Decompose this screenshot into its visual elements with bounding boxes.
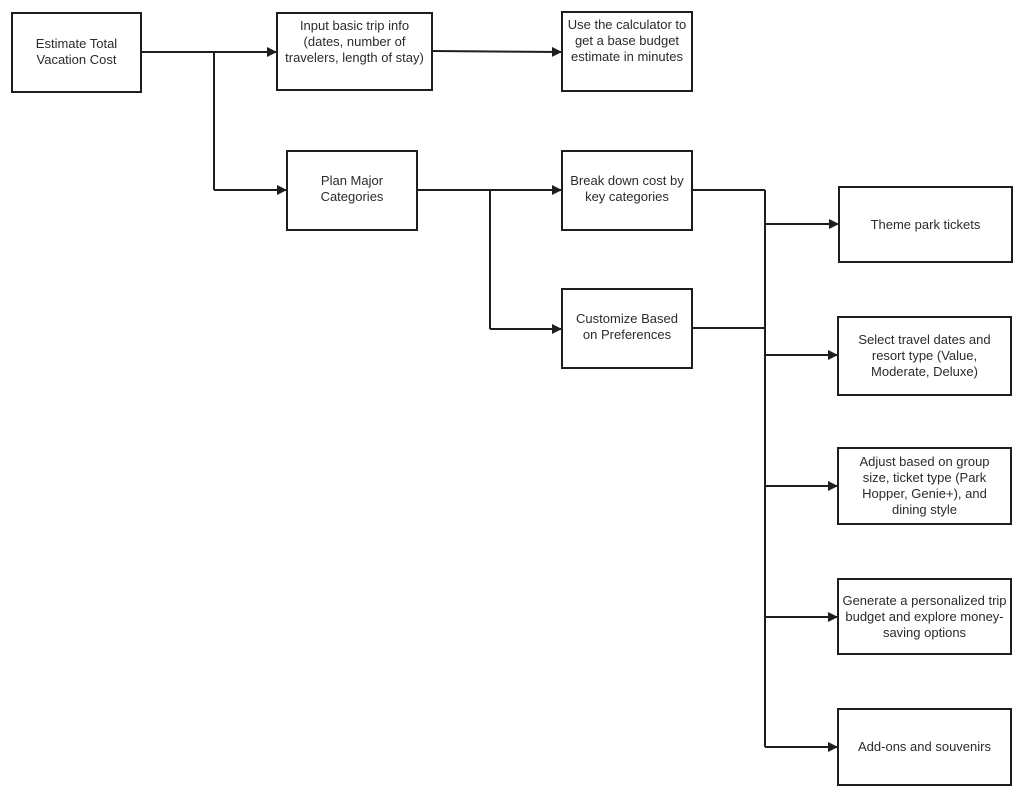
node-use-calculator: Use the calculator to get a base budget … <box>561 11 693 92</box>
node-input-trip-info-label: Input basic trip info (dates, number of … <box>285 18 424 65</box>
node-break-down-label: Break down cost by key categories <box>570 173 684 204</box>
node-plan-major: Plan Major Categories <box>286 150 418 231</box>
node-generate-budget-label: Generate a personalized trip budget and … <box>842 592 1007 640</box>
node-customize-label: Customize Based on Preferences <box>576 311 678 342</box>
node-adjust-group: Adjust based on group size, ticket type … <box>837 447 1012 525</box>
arrow-to-use-calculator <box>431 46 562 57</box>
node-select-travel-label: Select travel dates and resort type (Val… <box>858 332 991 379</box>
node-theme-park: Theme park tickets <box>838 186 1013 263</box>
node-estimate-total: Estimate Total Vacation Cost <box>11 12 142 93</box>
node-use-calculator-label: Use the calculator to get a base budget … <box>567 17 687 64</box>
node-add-ons-label: Add-ons and souvenirs <box>858 739 991 754</box>
node-estimate-total-label: Estimate Total Vacation Cost <box>35 36 118 67</box>
connector-plan-trunk <box>417 189 491 329</box>
connector-root-trunk <box>142 51 215 190</box>
node-customize: Customize Based on Preferences <box>561 288 693 369</box>
node-break-down: Break down cost by key categories <box>561 150 693 231</box>
node-adjust-group-label: Adjust based on group size, ticket type … <box>859 454 990 517</box>
node-theme-park-label: Theme park tickets <box>870 216 981 232</box>
node-generate-budget: Generate a personalized trip budget and … <box>837 578 1012 655</box>
node-input-trip-info: Input basic trip info (dates, number of … <box>276 12 433 91</box>
node-plan-major-label: Plan Major Categories <box>320 173 384 204</box>
node-add-ons: Add-ons and souvenirs <box>837 708 1012 786</box>
node-select-travel: Select travel dates and resort type (Val… <box>837 316 1012 396</box>
